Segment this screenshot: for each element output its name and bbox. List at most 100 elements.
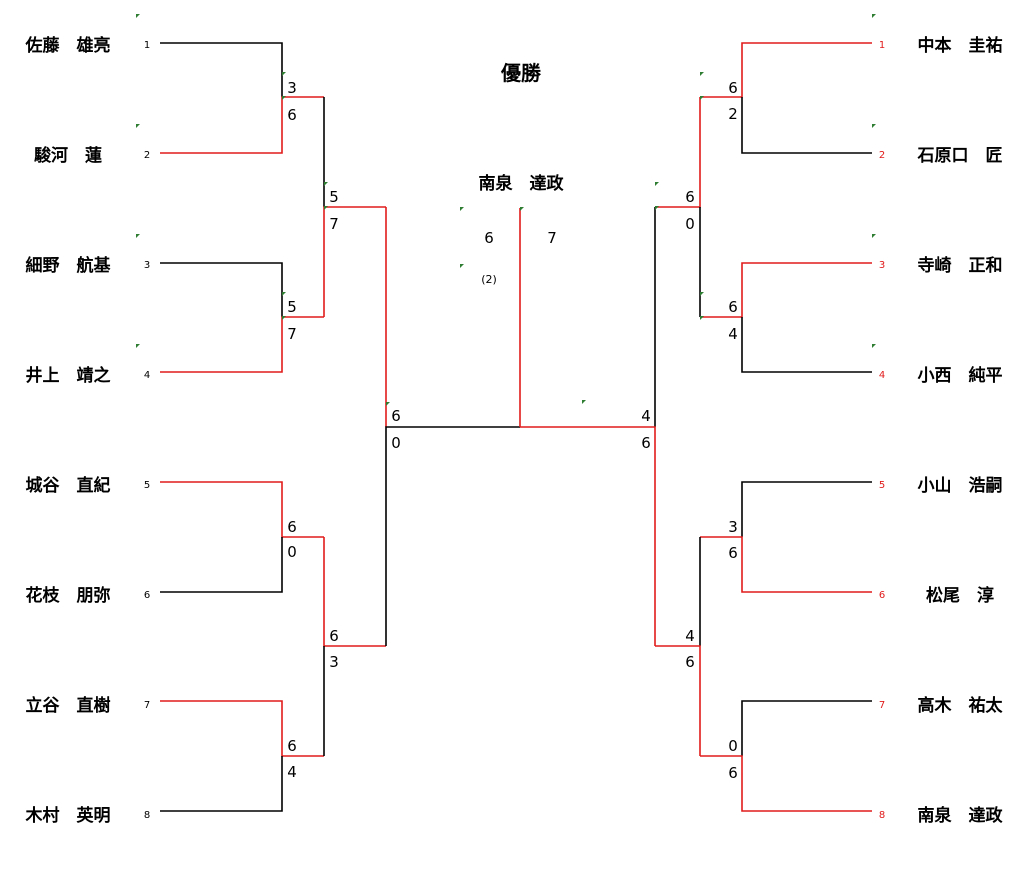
left-seed: 2: [144, 150, 150, 161]
left-seed: 3: [144, 260, 150, 271]
right-player-name: 石原口 匠: [917, 146, 1003, 166]
right-player-name: 高木 祐太: [918, 695, 1004, 716]
cell-comment-marker: [655, 182, 659, 186]
right-player-name: 小西 純平: [918, 365, 1003, 386]
right-r1-line: [741, 700, 872, 756]
right-r1-line: [741, 481, 872, 537]
right-seed: 4: [879, 370, 885, 381]
left-seed: 6: [144, 590, 150, 601]
right-seed: 3: [879, 260, 885, 271]
right-player-name: 南泉 達政: [918, 805, 1004, 826]
left-r1-winner-line: [160, 316, 324, 373]
cell-comment-marker: [324, 206, 328, 210]
right-player-name: 松尾 淳: [926, 585, 994, 606]
right-seed: 2: [879, 150, 885, 161]
cell-comment-marker: [582, 400, 586, 404]
left-seed: 7: [144, 700, 150, 711]
right-sf-score-top: 4: [641, 407, 651, 425]
cell-comment-marker: [872, 14, 876, 18]
left-seed: 1: [144, 40, 150, 51]
left-seed: 4: [144, 370, 150, 381]
right-r1-winner-line: [700, 536, 872, 593]
cell-comment-marker: [700, 72, 704, 76]
left-r1-score-top: 6: [287, 737, 297, 755]
cell-comment-marker: [460, 264, 464, 268]
right-r1-score-bottom: 4: [728, 325, 738, 343]
left-r1-score-bottom: 6: [287, 106, 297, 124]
left-r1-line: [160, 756, 283, 812]
left-player-name: 駿河 蓮: [34, 145, 102, 166]
right-player-name: 中本 圭祐: [918, 35, 1003, 56]
right-r1-line: [741, 97, 872, 154]
right-r1-score-top: 3: [728, 518, 738, 536]
left-r2-score-bottom: 7: [329, 215, 339, 233]
cell-comment-marker: [655, 206, 659, 210]
right-r1-winner-line: [700, 42, 872, 98]
left-player-name: 井上 靖之: [26, 365, 111, 386]
right-r2-score-bottom: 0: [685, 215, 695, 233]
right-seed: 1: [879, 40, 885, 51]
bracket-markers: [136, 14, 876, 406]
cell-comment-marker: [872, 234, 876, 238]
left-r1-winner-line: [160, 96, 324, 154]
left-r1-line: [160, 42, 283, 97]
cell-comment-marker: [282, 316, 286, 320]
right-seed: 5: [879, 480, 885, 491]
cell-comment-marker: [460, 207, 464, 211]
left-player-name: 佐藤 雄亮: [25, 35, 111, 56]
cell-comment-marker: [324, 182, 328, 186]
final-score-left: 6: [484, 229, 494, 247]
cell-comment-marker: [282, 292, 286, 296]
left-r1-line: [160, 537, 283, 593]
right-r1-winner-line: [700, 262, 872, 318]
left-player-name: 花枝 朋弥: [26, 585, 111, 606]
champion-name: 南泉 達政: [479, 173, 565, 194]
right-sf-score-bottom: 6: [641, 434, 651, 452]
right-r1-score-top: 0: [728, 737, 738, 755]
right-r1-score-top: 6: [728, 79, 738, 97]
left-r1-score-top: 5: [287, 298, 297, 316]
left-r2-score-bottom: 3: [329, 653, 339, 671]
title: 優勝: [500, 61, 542, 85]
right-r1-score-bottom: 6: [728, 764, 738, 782]
cell-comment-marker: [700, 292, 704, 296]
left-player-name: 細野 航基: [26, 255, 112, 276]
left-player-name: 城谷 直紀: [26, 475, 111, 496]
final-score-right: 7: [547, 229, 557, 247]
cell-comment-marker: [136, 234, 140, 238]
right-r2-score-top: 6: [685, 188, 695, 206]
left-r1-winner-line: [160, 700, 324, 757]
cell-comment-marker: [386, 402, 390, 406]
left-sf-score-bottom: 0: [391, 434, 401, 452]
left-seed: 5: [144, 480, 150, 491]
right-r2-score-bottom: 6: [685, 653, 695, 671]
right-seed: 7: [879, 700, 885, 711]
left-r1-score-bottom: 4: [287, 763, 297, 781]
right-r1-line: [741, 317, 872, 373]
right-sf-winner-line: [520, 426, 656, 646]
left-r1-score-bottom: 0: [287, 543, 297, 561]
left-sf-score-top: 6: [391, 407, 401, 425]
right-r1-winner-line: [700, 755, 872, 812]
right-seed: 6: [879, 590, 885, 601]
cell-comment-marker: [700, 96, 704, 100]
right-r1-score-bottom: 6: [728, 544, 738, 562]
cell-comment-marker: [872, 344, 876, 348]
cell-comment-marker: [136, 344, 140, 348]
left-r1-score-bottom: 7: [287, 325, 297, 343]
right-r2-winner-line: [655, 645, 701, 756]
left-sf-line: [385, 426, 520, 646]
cell-comment-marker: [136, 14, 140, 18]
cell-comment-marker: [282, 72, 286, 76]
left-player-name: 立谷 直樹: [26, 695, 111, 716]
right-player-name: 小山 浩嗣: [918, 475, 1003, 496]
left-r1-line: [160, 262, 283, 317]
cell-comment-marker: [872, 124, 876, 128]
right-r2-score-top: 4: [685, 627, 695, 645]
cell-comment-marker: [136, 124, 140, 128]
left-player-name: 木村 英明: [25, 805, 111, 826]
cell-comment-marker: [520, 207, 524, 211]
left-r1-score-top: 6: [287, 518, 297, 536]
